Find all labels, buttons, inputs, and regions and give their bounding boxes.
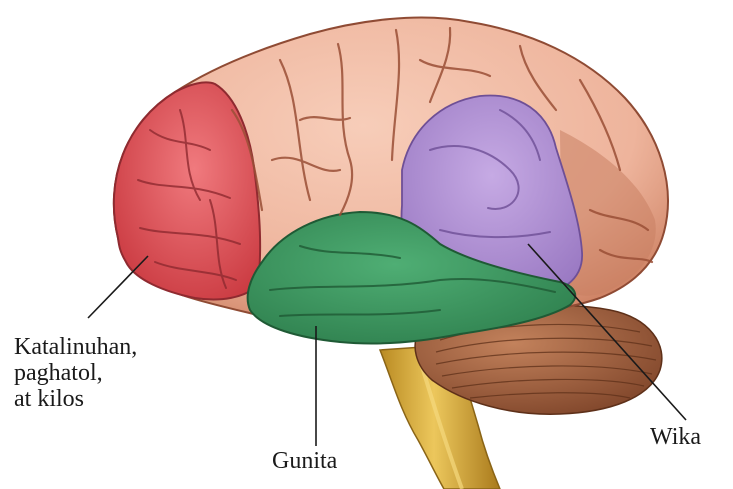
- frontal-label-line-3: at kilos: [14, 386, 137, 412]
- memory-label: Gunita: [272, 448, 337, 474]
- frontal-leader-line: [88, 256, 148, 318]
- frontal-lobe-region: [114, 82, 260, 299]
- frontal-label-line-2: paghatol,: [14, 360, 137, 386]
- language-label: Wika: [650, 424, 701, 450]
- frontal-label-line-1: Katalinuhan,: [14, 334, 137, 360]
- frontal-lobe-label: Katalinuhan, paghatol, at kilos: [14, 334, 137, 412]
